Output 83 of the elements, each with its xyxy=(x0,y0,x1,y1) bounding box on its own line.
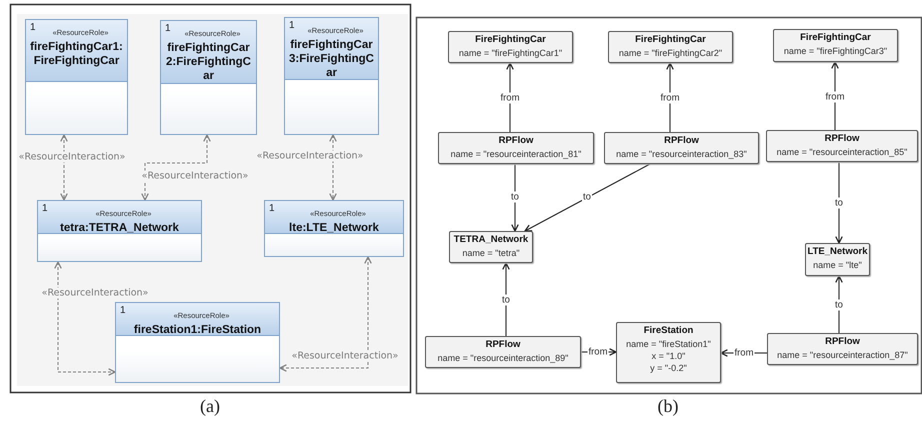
type-name: RPFlow xyxy=(663,135,700,148)
edge-label: «ResourceInteraction» xyxy=(140,170,250,182)
edge-label: from xyxy=(660,92,680,104)
arrow xyxy=(666,62,674,132)
multiplicity: 1 xyxy=(30,22,36,33)
resource-role-box xyxy=(264,200,404,257)
object-node xyxy=(604,132,759,164)
type-name: FireFightingCar xyxy=(474,34,547,47)
caption-label: (a) xyxy=(200,396,220,417)
edge-label: «ResourceInteraction» xyxy=(256,150,364,162)
attribute-text: name = "resourceinteraction_85" xyxy=(776,146,908,158)
resource-role-box xyxy=(25,19,128,135)
resource-role-box xyxy=(37,200,202,262)
attribute-text: name = "resourceinteraction_87" xyxy=(776,348,909,361)
attribute-text: name = "resourceinteraction_89" xyxy=(436,352,570,364)
multiplicity: 1 xyxy=(120,305,126,316)
attribute-text: name = "resourceinteraction_83" xyxy=(615,148,748,160)
type-name: FireFightingCar xyxy=(634,34,707,47)
type-name: RPFlow xyxy=(824,336,861,349)
resource-role-box xyxy=(160,20,257,135)
arrow xyxy=(502,262,510,336)
edge-label: «ResourceInteraction» xyxy=(40,288,150,298)
type-name: FireStation xyxy=(642,325,694,338)
attribute-text: name = "fireFightingCar2" xyxy=(618,46,724,59)
instance-name: fireStation1:FireStation xyxy=(132,324,262,338)
type-name: RPFlow xyxy=(824,133,860,146)
edge-label: «ResourceInteraction» xyxy=(290,350,400,362)
attribute-text: name = "lte" xyxy=(812,258,863,271)
attribute-text: name = "resourceinteraction_81" xyxy=(450,148,582,160)
arrow xyxy=(835,275,843,334)
dashed-connector xyxy=(60,134,68,201)
arrow xyxy=(524,164,650,232)
attribute-text: name = "fireStation1" xyxy=(625,338,712,350)
attribute-text: name = "fireFightingCar1" xyxy=(458,46,564,59)
edge-label: from xyxy=(734,348,754,358)
edge-label: from xyxy=(824,92,846,102)
arrow xyxy=(835,162,843,244)
edge-label: from xyxy=(588,346,608,358)
instance-name: tetra:TETRA_Network xyxy=(59,222,180,236)
instance-name: fireFightingCar3:FireFightingCar xyxy=(288,39,375,80)
arrow xyxy=(511,164,519,232)
arrow xyxy=(506,62,514,132)
object-node xyxy=(805,243,870,276)
dashed-connector xyxy=(54,261,116,376)
edge-label: to xyxy=(501,294,511,306)
edge-label: «ResourceInteraction» xyxy=(18,152,126,162)
instance-name: fireFightingCar1:FireFightingCar xyxy=(29,41,124,69)
resource-role-box xyxy=(115,302,280,383)
object-node xyxy=(438,132,594,164)
object-node xyxy=(773,29,898,62)
edge-label: from xyxy=(500,92,520,104)
edge-label: to xyxy=(510,192,520,202)
object-node xyxy=(448,31,573,63)
attribute-text: x = "1.0" xyxy=(650,350,686,362)
object-node xyxy=(449,231,533,263)
multiplicity: 1 xyxy=(289,20,295,31)
multiplicity: 1 xyxy=(269,203,275,214)
type-name: LTE_Network xyxy=(807,246,868,259)
object-node xyxy=(766,130,918,162)
arrow xyxy=(831,61,839,130)
attribute-text: y = "-0.2" xyxy=(649,362,688,374)
object-node xyxy=(616,322,721,383)
multiplicity: 1 xyxy=(165,23,171,34)
edge-label: to xyxy=(582,192,592,202)
type-name: RPFlow xyxy=(498,135,534,148)
dashed-connector xyxy=(141,134,211,201)
instance-name: fireFightingCar2:FireFightingCar xyxy=(165,42,252,84)
attribute-text: name = "fireFightingCar3" xyxy=(782,44,888,57)
edge-label: to xyxy=(834,198,844,208)
type-name: TETRA_Network xyxy=(452,234,530,247)
edge-label: to xyxy=(834,300,844,310)
dashed-connector xyxy=(279,256,372,372)
multiplicity: 1 xyxy=(42,203,48,214)
type-name: RPFlow xyxy=(484,339,522,352)
resource-role-box xyxy=(284,17,379,135)
dashed-connector xyxy=(329,134,337,201)
instance-name: lte:LTE_Network xyxy=(288,222,380,236)
object-node xyxy=(767,333,918,365)
attribute-text: name = "tetra" xyxy=(461,246,521,259)
type-name: FireFightingCar xyxy=(799,32,872,45)
object-node xyxy=(425,336,581,368)
object-node xyxy=(608,31,733,63)
caption-label: (b) xyxy=(658,396,678,417)
